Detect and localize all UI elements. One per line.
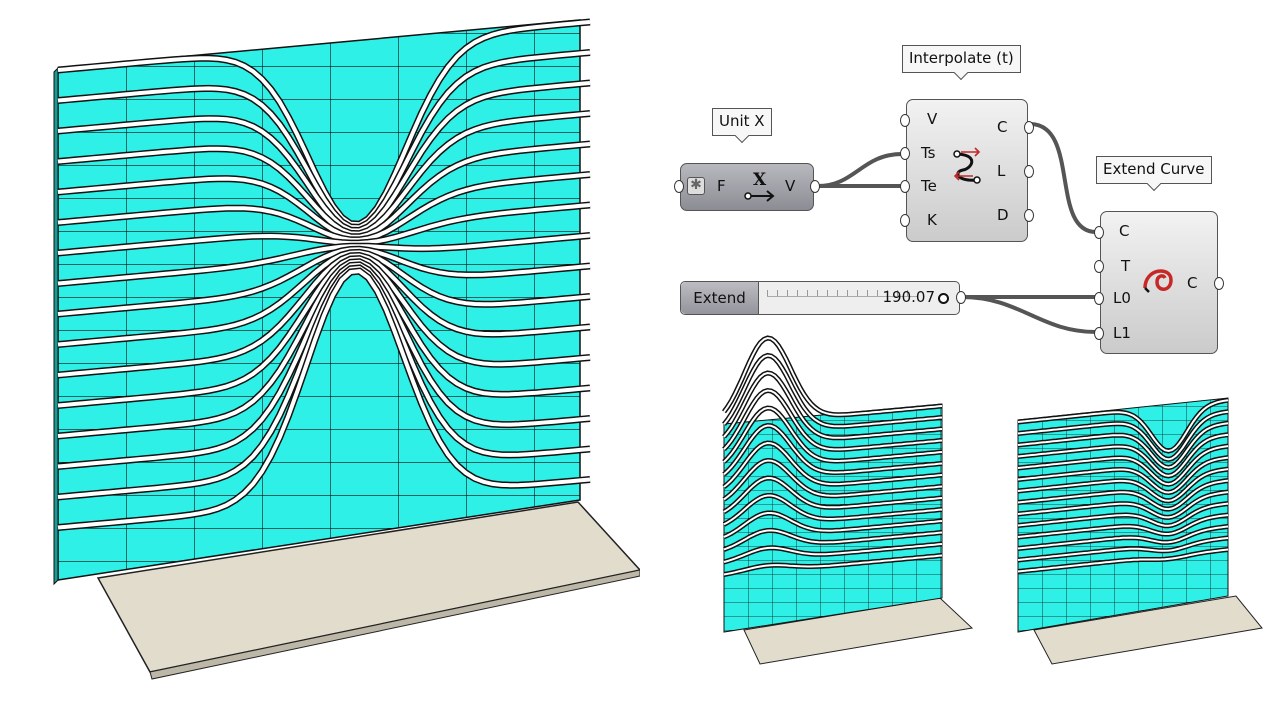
slider-value: 190.07: [882, 288, 936, 306]
rib-curve: [723, 554, 943, 576]
slider-grip[interactable]: [938, 293, 949, 304]
rib-curve: [1017, 433, 1229, 477]
rib-curve: [1017, 422, 1229, 469]
rib-curve: [57, 172, 591, 242]
rib-curve: [57, 247, 591, 316]
preview-left: [721, 335, 974, 665]
rib-curve: [57, 20, 591, 227]
unit-x-output-port[interactable]: [810, 180, 820, 193]
interpolate-input-v: V: [927, 110, 938, 128]
rib-curve: [723, 354, 943, 428]
rib-curve: [57, 259, 591, 438]
extend-input-c: C: [1119, 222, 1130, 240]
interpolate-output-d: D: [997, 206, 1009, 224]
rib-curve: [1017, 468, 1229, 502]
rib-curves: [57, 18, 591, 531]
wire-curve-c: [1029, 122, 1097, 234]
unit-x-tooltip: Unit X: [712, 108, 772, 136]
rib-curve: [723, 529, 943, 551]
interpolate-curve-icon: [949, 146, 985, 186]
rib-curve: [57, 50, 591, 230]
extend-curve-icon: [1141, 262, 1177, 298]
rib-curve: [57, 233, 591, 286]
interpolate-port-v[interactable]: [900, 114, 910, 127]
rib-curve: [1017, 491, 1229, 519]
rib-curve: [1017, 456, 1229, 494]
rib-curve: [57, 269, 591, 530]
rib-curve: [723, 371, 943, 439]
rib-curve: [1017, 410, 1229, 461]
rib-curve: [1017, 502, 1229, 527]
rib-curve: [57, 111, 591, 236]
rib-curve: [723, 389, 943, 451]
unit-x-input-f: F: [717, 177, 726, 195]
wire-slider-l1: [961, 295, 1097, 334]
rib-curve: [57, 81, 591, 233]
extend-input-l0: L0: [1113, 289, 1131, 307]
svg-text:X: X: [753, 170, 767, 190]
ground-plate: [96, 501, 640, 673]
rib-curve: [57, 250, 591, 347]
extend-port-l0[interactable]: [1094, 292, 1104, 305]
rib-curve: [57, 142, 591, 239]
extend-curve-component[interactable]: C T L0 L1 C: [1094, 211, 1224, 354]
main-wall-model: [53, 18, 640, 680]
rib-curve: [57, 203, 591, 255]
interpolate-port-l[interactable]: [1024, 165, 1034, 178]
interpolate-output-l: L: [997, 162, 1006, 180]
extend-port-t[interactable]: [1094, 260, 1104, 273]
rib-curve: [1017, 445, 1229, 486]
interpolate-tooltip: Interpolate (t): [902, 45, 1021, 73]
interpolate-output-c: C: [997, 118, 1008, 136]
wire-unitx-ts: [817, 152, 903, 188]
interpolate-component[interactable]: V Ts Te K C L D: [900, 99, 1034, 242]
rib-curve: [723, 543, 943, 563]
rib-curve: [1017, 537, 1229, 561]
rib-curve: [723, 494, 943, 526]
interpolate-port-c[interactable]: [1024, 121, 1034, 134]
rib-curve: [1017, 479, 1229, 511]
preview-right: [1017, 397, 1263, 665]
unit-x-component[interactable]: ✱ F X V: [674, 163, 820, 211]
rib-curve: [1017, 525, 1229, 550]
asterisk-icon: ✱: [687, 177, 705, 195]
extend-curve-tooltip: Extend Curve: [1096, 156, 1212, 184]
rib-curve: [723, 424, 943, 476]
slider-label: Extend: [681, 282, 759, 314]
rib-curve: [723, 459, 943, 501]
rib-curve: [723, 512, 943, 538]
extend-slider[interactable]: Extend 190.07: [680, 281, 966, 315]
rib-curve: [1017, 399, 1229, 453]
extend-port-out[interactable]: [1214, 277, 1224, 290]
slider-track[interactable]: [767, 290, 917, 297]
rib-curve: [723, 476, 943, 513]
vector-x-icon: X: [743, 168, 779, 204]
interpolate-port-te[interactable]: [900, 180, 910, 193]
extend-input-t: T: [1121, 257, 1131, 275]
unit-x-input-port[interactable]: [674, 180, 684, 193]
extend-port-l1[interactable]: [1094, 327, 1104, 340]
extend-port-c[interactable]: [1094, 226, 1104, 239]
unit-x-output-v: V: [785, 177, 796, 195]
interpolate-port-ts[interactable]: [900, 147, 910, 160]
rib-curve: [1017, 514, 1229, 538]
slider-output-port[interactable]: [956, 291, 966, 304]
rib-curve: [723, 406, 943, 463]
interpolate-port-k[interactable]: [900, 214, 910, 227]
rib-curve: [1017, 548, 1229, 573]
extend-output-c: C: [1187, 274, 1198, 292]
interpolate-input-k: K: [927, 211, 937, 229]
interpolate-input-te: Te: [921, 177, 937, 195]
interpolate-port-d[interactable]: [1024, 209, 1034, 222]
rib-curve: [57, 256, 591, 408]
rib-curve: [723, 336, 943, 416]
rib-curve: [57, 253, 591, 377]
rib-curve: [57, 262, 591, 469]
extend-input-l1: L1: [1113, 324, 1131, 342]
rib-curve: [723, 441, 943, 488]
interpolate-input-ts: Ts: [921, 144, 936, 162]
